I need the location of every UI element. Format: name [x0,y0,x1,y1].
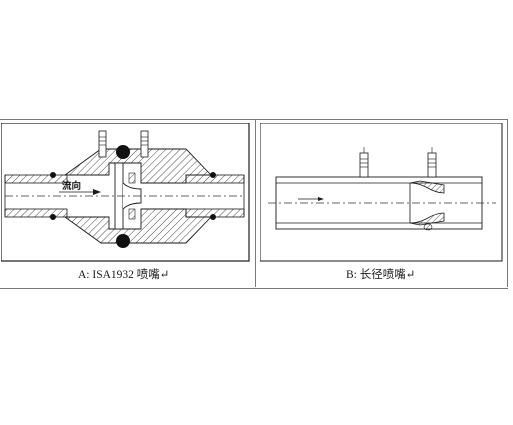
panel-a-caption: A: ISA1932 喷嘴↵ [78,269,170,281]
seal-rings [50,145,216,248]
panel-b-long-radius-nozzle-drawing [259,122,503,263]
flow-direction-arrow [298,197,324,201]
pressure-tap-upstream [359,147,369,178]
pressure-tap-upstream [98,130,107,158]
upstream-pipe [4,174,68,218]
lower-flange-housing [63,208,213,244]
cell-divider [255,119,256,287]
upper-flange-housing [63,148,213,184]
long-radius-nozzle-insert [409,180,445,231]
cell-right-edge [507,119,508,287]
figure-table [0,119,508,289]
flow-direction-label: 流向 [62,180,81,192]
panel-a-isa1932-nozzle-drawing: 流向 [0,122,250,263]
pressure-tap-downstream [140,130,149,158]
pressure-tap-downstream [427,147,437,178]
panel-b-caption: B: 长径喷嘴↵ [346,269,416,281]
flow-direction-arrow [59,189,101,195]
